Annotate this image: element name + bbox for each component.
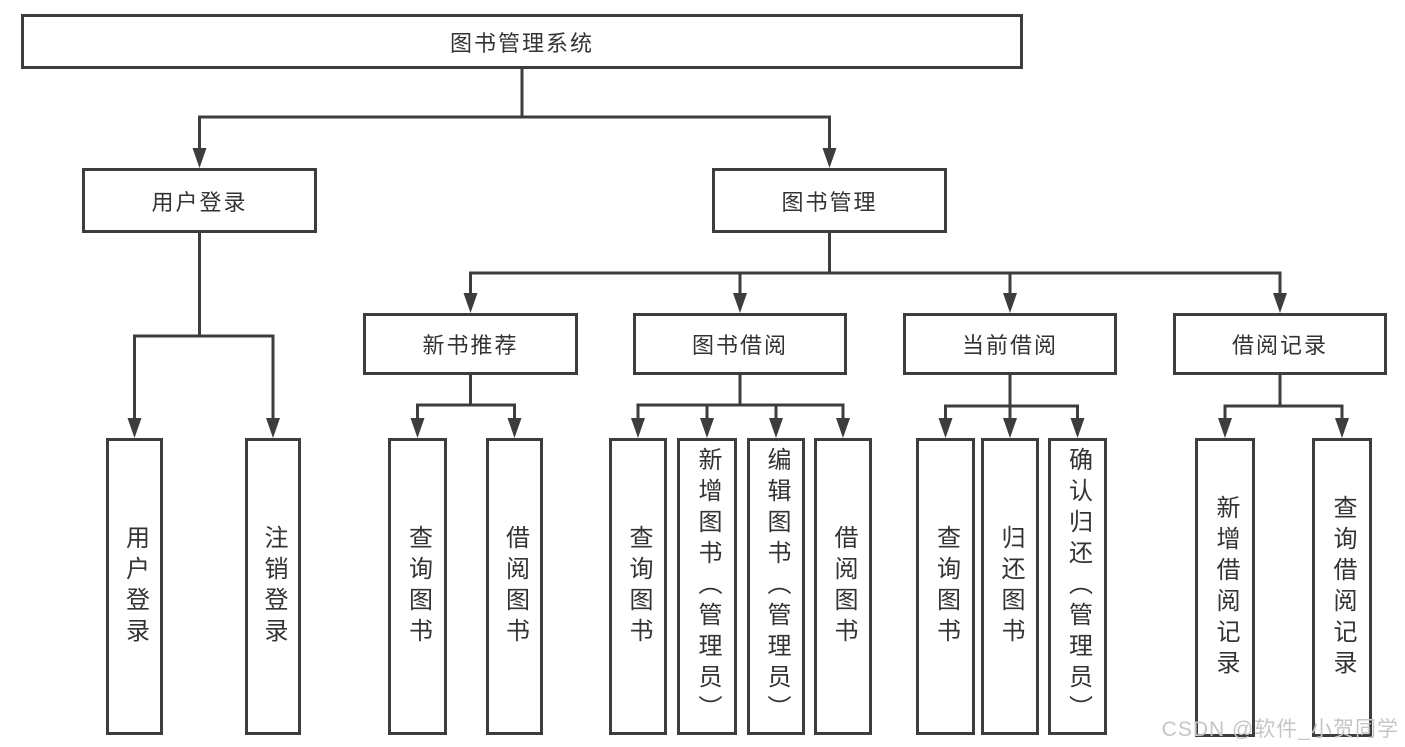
node-label-leaf-confirm-return: 确认归还（管理员） — [1064, 447, 1092, 726]
node-label-new-book-rec: 新书推荐 — [422, 333, 519, 358]
node-root: 图书管理系统 — [21, 14, 1023, 69]
node-leaf-borrow-books-1: 借阅图书 — [486, 438, 543, 735]
node-leaf-query-books-2: 查询图书 — [609, 438, 667, 735]
node-label-leaf-borrow-books-2: 借阅图书 — [830, 524, 857, 649]
node-label-leaf-borrow-books-1: 借阅图书 — [501, 524, 529, 649]
node-leaf-add-borrow-record: 新增借阅记录 — [1195, 438, 1255, 737]
node-label-leaf-user-login: 用户登录 — [121, 524, 149, 649]
node-borrow-records: 借阅记录 — [1173, 313, 1387, 375]
node-user-login: 用户登录 — [82, 168, 317, 233]
node-leaf-confirm-return: 确认归还（管理员） — [1048, 438, 1107, 735]
node-label-root: 图书管理系统 — [449, 30, 594, 56]
node-label-leaf-logout: 注销登录 — [260, 524, 287, 649]
node-current-borrow: 当前借阅 — [903, 313, 1117, 375]
node-leaf-query-books-1: 查询图书 — [388, 438, 447, 735]
watermark: CSDN @软件_小贺同学 — [1161, 718, 1399, 741]
node-new-book-rec: 新书推荐 — [363, 313, 578, 375]
node-leaf-borrow-books-2: 借阅图书 — [814, 438, 872, 735]
node-leaf-logout: 注销登录 — [245, 438, 301, 735]
node-label-leaf-query-books-1: 查询图书 — [404, 524, 432, 649]
node-label-leaf-edit-books: 编辑图书（管理员） — [763, 447, 790, 726]
node-label-book-mgmt: 图书管理 — [781, 189, 878, 215]
node-leaf-user-login: 用户登录 — [106, 438, 163, 735]
node-label-borrow-records: 借阅记录 — [1231, 333, 1328, 358]
node-book-mgmt: 图书管理 — [712, 168, 947, 233]
node-leaf-add-books: 新增图书（管理员） — [677, 438, 737, 735]
node-label-user-login: 用户登录 — [151, 189, 248, 215]
node-leaf-edit-books: 编辑图书（管理员） — [747, 438, 805, 735]
node-book-borrow: 图书借阅 — [633, 313, 847, 375]
node-label-book-borrow: 图书借阅 — [691, 333, 788, 358]
node-label-leaf-query-books-3: 查询图书 — [932, 524, 960, 649]
node-leaf-return-books: 归还图书 — [981, 438, 1039, 735]
node-label-leaf-return-books: 归还图书 — [997, 524, 1024, 649]
node-label-leaf-add-borrow-record: 新增借阅记录 — [1212, 494, 1239, 681]
node-label-leaf-add-books: 新增图书（管理员） — [694, 447, 721, 726]
node-label-leaf-query-borrow-record: 查询借阅记录 — [1329, 494, 1356, 681]
node-label-leaf-query-books-2: 查询图书 — [625, 524, 652, 649]
node-label-current-borrow: 当前借阅 — [961, 333, 1058, 358]
node-leaf-query-books-3: 查询图书 — [916, 438, 975, 735]
node-leaf-query-borrow-record: 查询借阅记录 — [1312, 438, 1372, 737]
